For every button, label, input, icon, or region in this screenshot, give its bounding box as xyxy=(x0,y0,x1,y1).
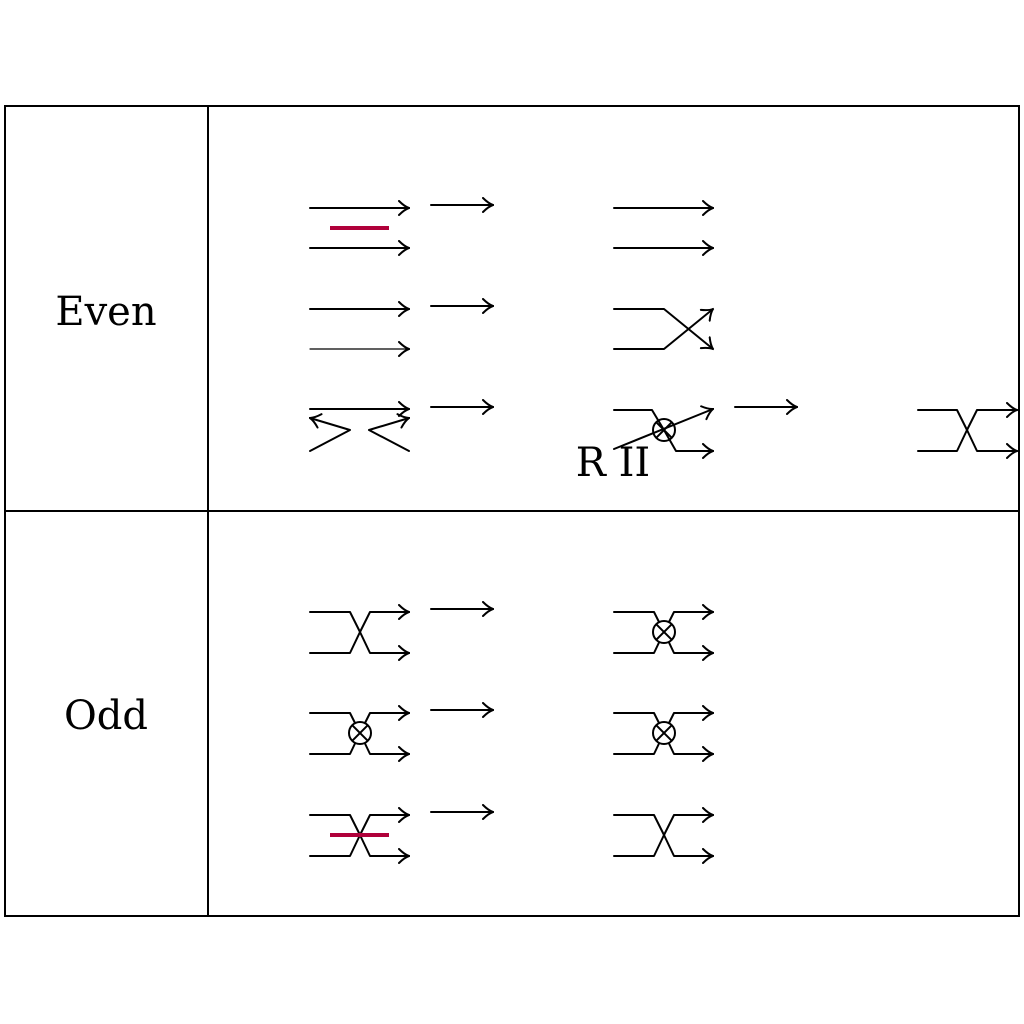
virtual-crossing-icon xyxy=(652,721,676,745)
odd-diagram-3-right xyxy=(613,815,714,856)
virtual-crossing-icon xyxy=(652,418,676,442)
odd-diagram-1-right xyxy=(613,612,714,653)
table-frame xyxy=(4,105,1020,917)
odd-diagram-2-right xyxy=(613,713,714,754)
row-label-even: Even xyxy=(55,289,156,335)
even-diagram-2-right xyxy=(613,309,713,349)
virtual-crossing-icon xyxy=(348,721,372,745)
odd-diagram-2-left xyxy=(309,713,410,754)
even-diagram-3-middle xyxy=(613,409,713,451)
even-diagram-1-left xyxy=(309,208,410,248)
row-label-odd: Odd xyxy=(64,693,148,739)
even-diagram-2-left xyxy=(309,309,410,349)
odd-diagram-3-left xyxy=(309,815,410,856)
odd-diagram-1-left xyxy=(309,612,410,653)
even-diagram-3-left xyxy=(310,409,409,452)
even-diagram-1-right xyxy=(613,208,714,248)
virtual-crossing-icon xyxy=(652,620,676,644)
even-diagram-3-right xyxy=(917,410,1018,451)
annotation-r-ii: R II xyxy=(576,440,650,486)
